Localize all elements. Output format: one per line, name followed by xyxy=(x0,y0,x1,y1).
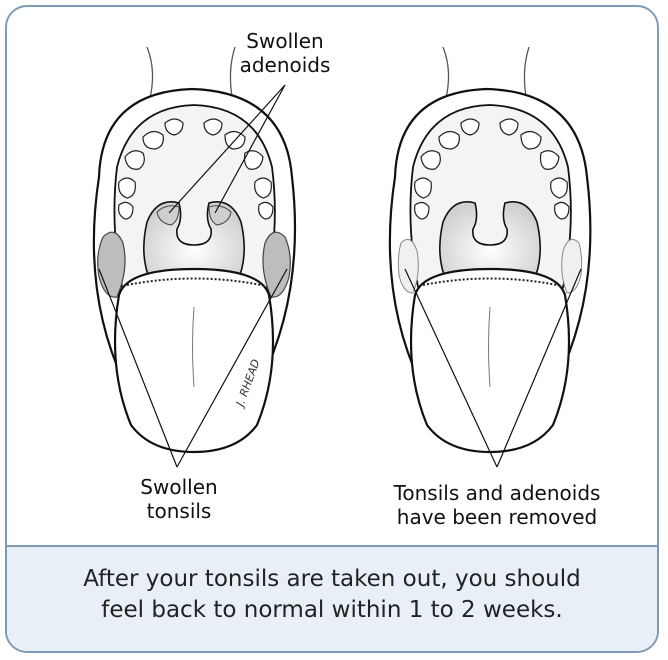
caption-line-1: After your tonsils are taken out, you sh… xyxy=(7,564,657,595)
label-swollen-adenoids-line2: adenoids xyxy=(227,53,343,77)
label-swollen-tonsils-line2: tonsils xyxy=(119,499,239,523)
mouth-after xyxy=(390,47,590,452)
label-swollen-adenoids: Swollen adenoids xyxy=(227,29,343,77)
label-swollen-tonsils-line1: Swollen xyxy=(119,475,239,499)
tongue-after xyxy=(411,269,569,452)
caption-band: After your tonsils are taken out, you sh… xyxy=(7,545,657,651)
label-removed-line1: Tonsils and adenoids xyxy=(377,481,617,505)
caption-line-2: feel back to normal within 1 to 2 weeks. xyxy=(7,595,657,626)
diagram-card: J. RHEAD xyxy=(5,5,659,653)
label-removed-line2: have been removed xyxy=(377,505,617,529)
label-swollen-tonsils: Swollen tonsils xyxy=(119,475,239,523)
throat-illustration: J. RHEAD xyxy=(7,7,657,547)
label-swollen-adenoids-line1: Swollen xyxy=(227,29,343,53)
label-removed: Tonsils and adenoids have been removed xyxy=(377,481,617,529)
